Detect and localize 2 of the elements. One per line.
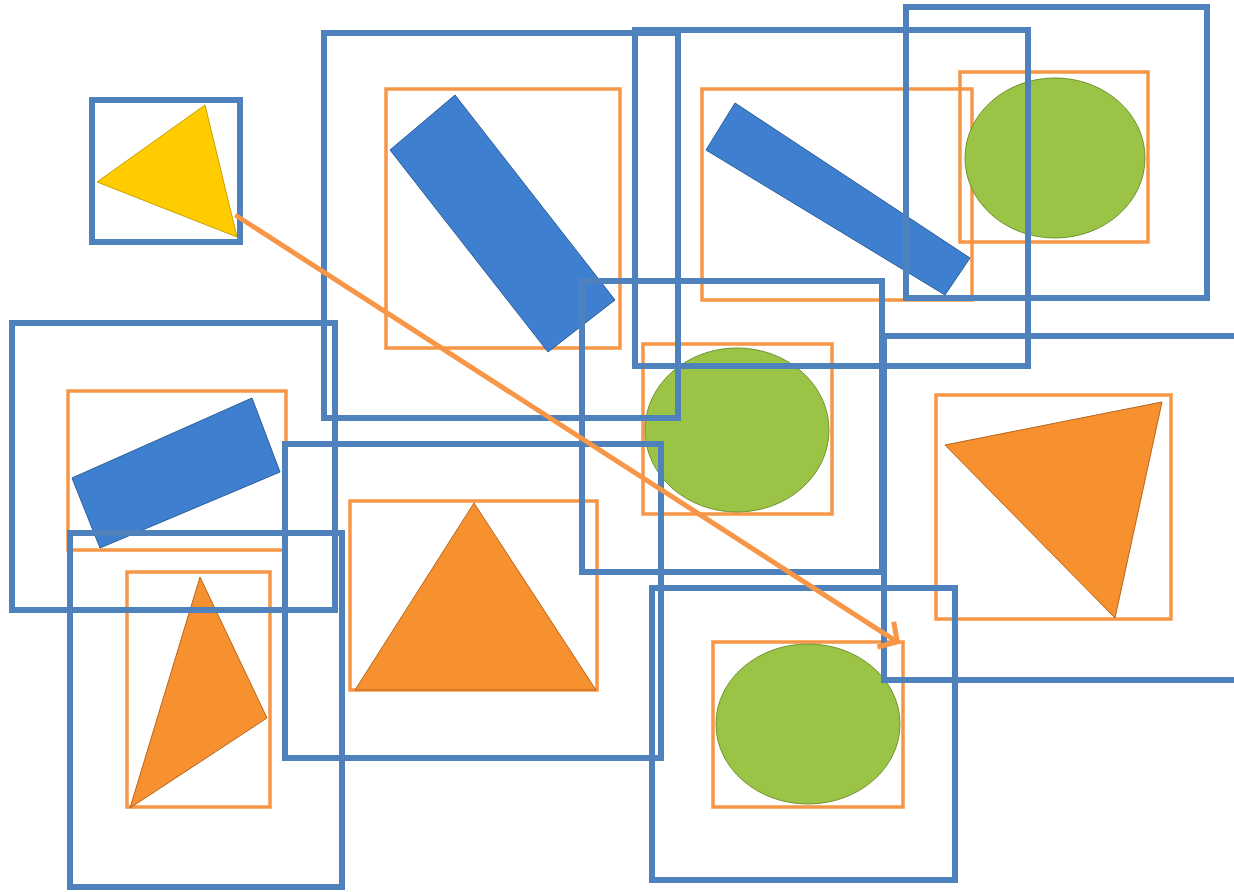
arrow: [234, 213, 901, 650]
triangle-shape: [96, 104, 238, 238]
